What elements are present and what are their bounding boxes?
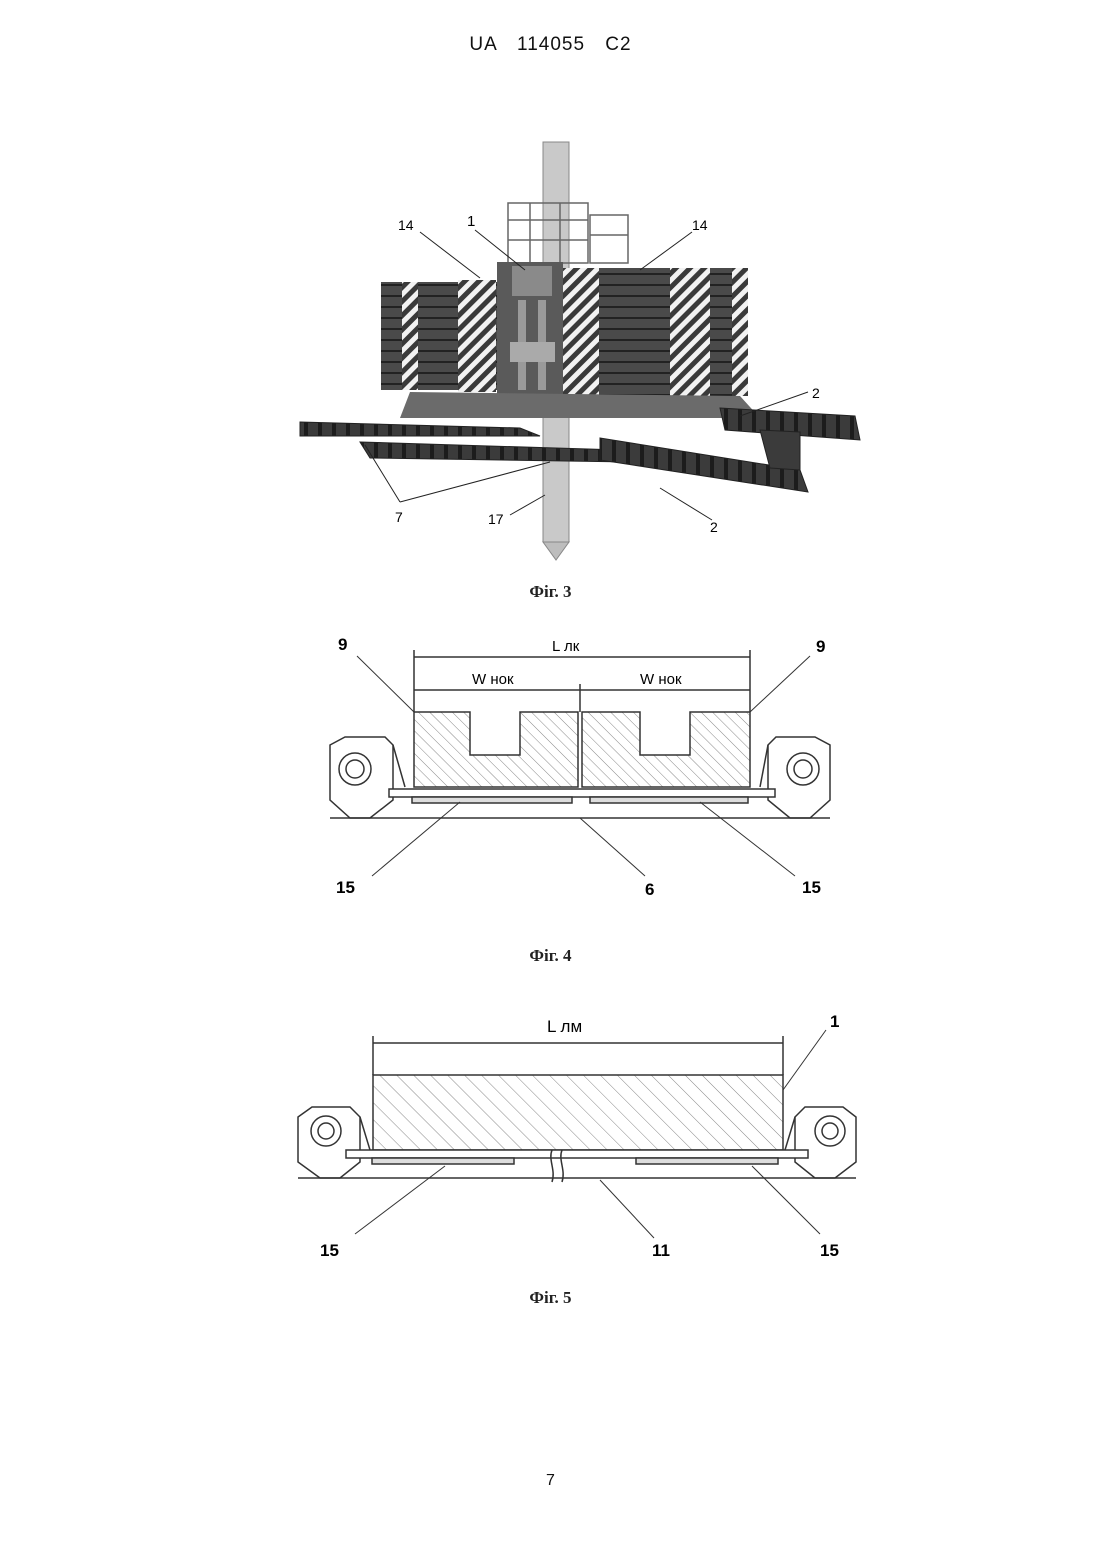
dim-l-lm: L лм [547, 1017, 582, 1036]
callout-15-right-fig5: 15 [820, 1241, 839, 1260]
callout-14-right: 14 [692, 217, 708, 233]
page-number: 7 [0, 1472, 1101, 1490]
left-weight-stack [381, 280, 499, 392]
callout-9-left: 9 [338, 635, 347, 654]
rails [300, 408, 860, 492]
callout-1-fig5: 1 [830, 1012, 839, 1031]
callout-15-right: 15 [802, 878, 821, 897]
base-platform [400, 392, 760, 418]
right-weight-stack [563, 268, 748, 396]
callout-6: 6 [645, 880, 654, 899]
dim-w-nok-right: W нок [640, 671, 682, 688]
dim-l-lk: L лк [552, 638, 580, 655]
figure-4-caption: Фіг. 4 [0, 946, 1101, 966]
callout-17: 17 [488, 511, 504, 527]
callout-2-bottom: 2 [710, 519, 718, 535]
callout-9-right: 9 [816, 637, 825, 656]
callout-15-left-fig5: 15 [320, 1241, 339, 1260]
callout-11: 11 [652, 1241, 670, 1260]
callout-2-top: 2 [812, 385, 820, 401]
callout-14-left: 14 [398, 217, 414, 233]
figure-5-caption: Фіг. 5 [0, 1288, 1101, 1308]
callout-7: 7 [395, 509, 403, 525]
figure-3-illustration: 14 1 14 2 7 17 2 [0, 0, 1101, 600]
dim-w-nok-left: W нок [472, 671, 514, 688]
central-mast [497, 262, 563, 402]
figure-3-caption: Фіг. 3 [0, 582, 1101, 602]
callout-15-left: 15 [336, 878, 355, 897]
callout-1: 1 [467, 213, 475, 230]
